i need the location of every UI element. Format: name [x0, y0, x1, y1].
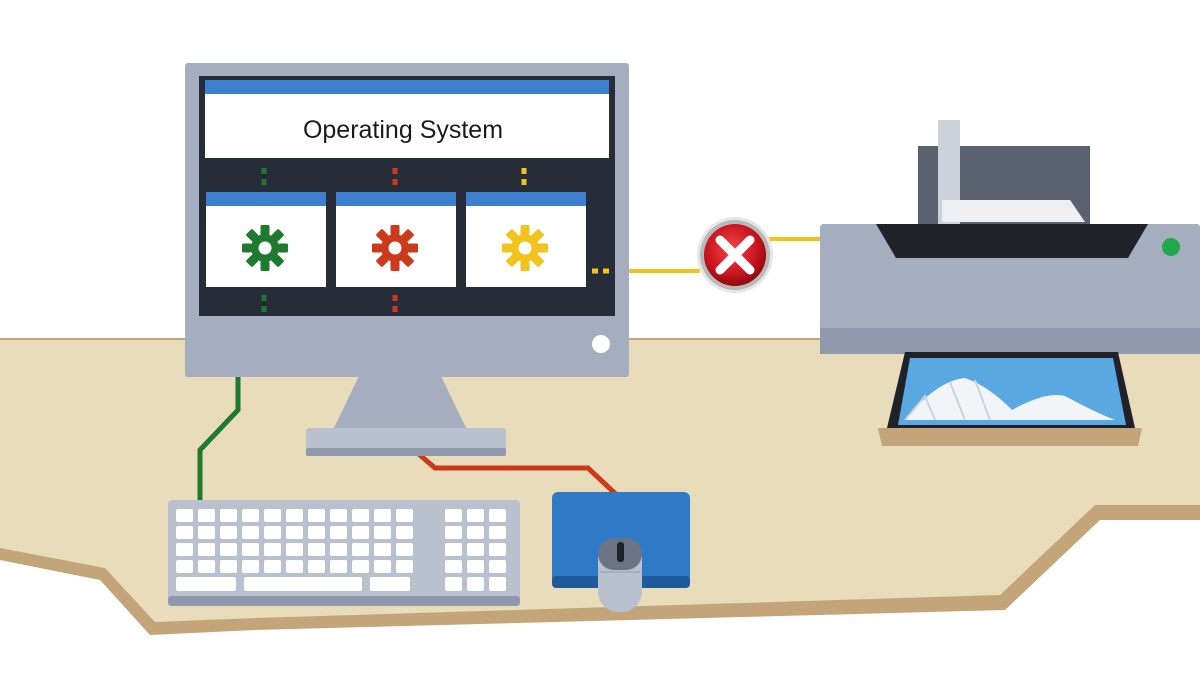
keyboard-key [264, 509, 281, 522]
keyboard-key [286, 560, 303, 573]
keyboard-key [198, 543, 215, 556]
keyboard-key [176, 526, 193, 539]
keyboard-key [198, 526, 215, 539]
keyboard-key [445, 543, 462, 556]
error-icon [697, 217, 773, 293]
keyboard-key [445, 526, 462, 539]
keyboard [168, 500, 520, 606]
keyboard-key [489, 526, 506, 539]
keyboard-key [445, 509, 462, 522]
keyboard-key [242, 526, 259, 539]
keyboard-key [396, 509, 413, 522]
keyboard-key [445, 577, 462, 591]
keyboard-key [489, 577, 506, 591]
process-window-1 [206, 192, 326, 287]
keyboard-key [374, 560, 391, 573]
keyboard-key [176, 560, 193, 573]
keyboard-key [220, 560, 237, 573]
keyboard-key [374, 543, 391, 556]
keyboard-key [370, 577, 410, 591]
keyboard-key [330, 526, 347, 539]
keyboard-key [352, 560, 369, 573]
keyboard-key [396, 560, 413, 573]
keyboard-key [286, 526, 303, 539]
keyboard-key [467, 526, 484, 539]
keyboard-key [467, 543, 484, 556]
process-window-3 [466, 192, 586, 287]
keyboard-key [352, 543, 369, 556]
keyboard-key [198, 560, 215, 573]
keyboard-key [330, 560, 347, 573]
keyboard-key [445, 560, 462, 573]
keyboard-key [467, 577, 484, 591]
keyboard-key [374, 526, 391, 539]
os-window-title-bar [205, 80, 609, 94]
keyboard-key [242, 509, 259, 522]
keyboard-key [308, 526, 325, 539]
keyboard-key [286, 509, 303, 522]
keyboard-key [352, 526, 369, 539]
keyboard-key [242, 543, 259, 556]
keyboard-key [264, 526, 281, 539]
keyboard-key [467, 560, 484, 573]
keyboard-key [198, 509, 215, 522]
keyboard-key [308, 509, 325, 522]
printer-slot [876, 224, 1148, 258]
keyboard-key [176, 543, 193, 556]
printer-led [1162, 238, 1180, 256]
keyboard-key [489, 560, 506, 573]
keyboard-key [242, 560, 259, 573]
spacebar [244, 577, 362, 591]
keyboard-key [396, 543, 413, 556]
keyboard-key [489, 509, 506, 522]
monitor-power-button [592, 335, 610, 353]
monitor-stand-shadow [306, 448, 506, 456]
keyboard-key [220, 543, 237, 556]
gear-icon [502, 225, 548, 271]
keyboard-key [374, 509, 391, 522]
keyboard-key [176, 577, 236, 591]
keyboard-key [489, 543, 506, 556]
keyboard-key [396, 526, 413, 539]
keyboard-key [467, 509, 484, 522]
keyboard-key [176, 509, 193, 522]
keyboard-key [352, 509, 369, 522]
keyboard-key [264, 560, 281, 573]
keyboard-key [220, 526, 237, 539]
mouse [598, 538, 642, 612]
keyboard-key [308, 560, 325, 573]
process-window-2 [336, 192, 456, 287]
os-label: Operating System [303, 116, 503, 144]
gear-icon [372, 225, 418, 271]
keyboard-key [330, 509, 347, 522]
keyboard-key [264, 543, 281, 556]
gear-icon [242, 225, 288, 271]
keyboard-key [220, 509, 237, 522]
keyboard-key [286, 543, 303, 556]
keyboard-key [308, 543, 325, 556]
keyboard-key [330, 543, 347, 556]
